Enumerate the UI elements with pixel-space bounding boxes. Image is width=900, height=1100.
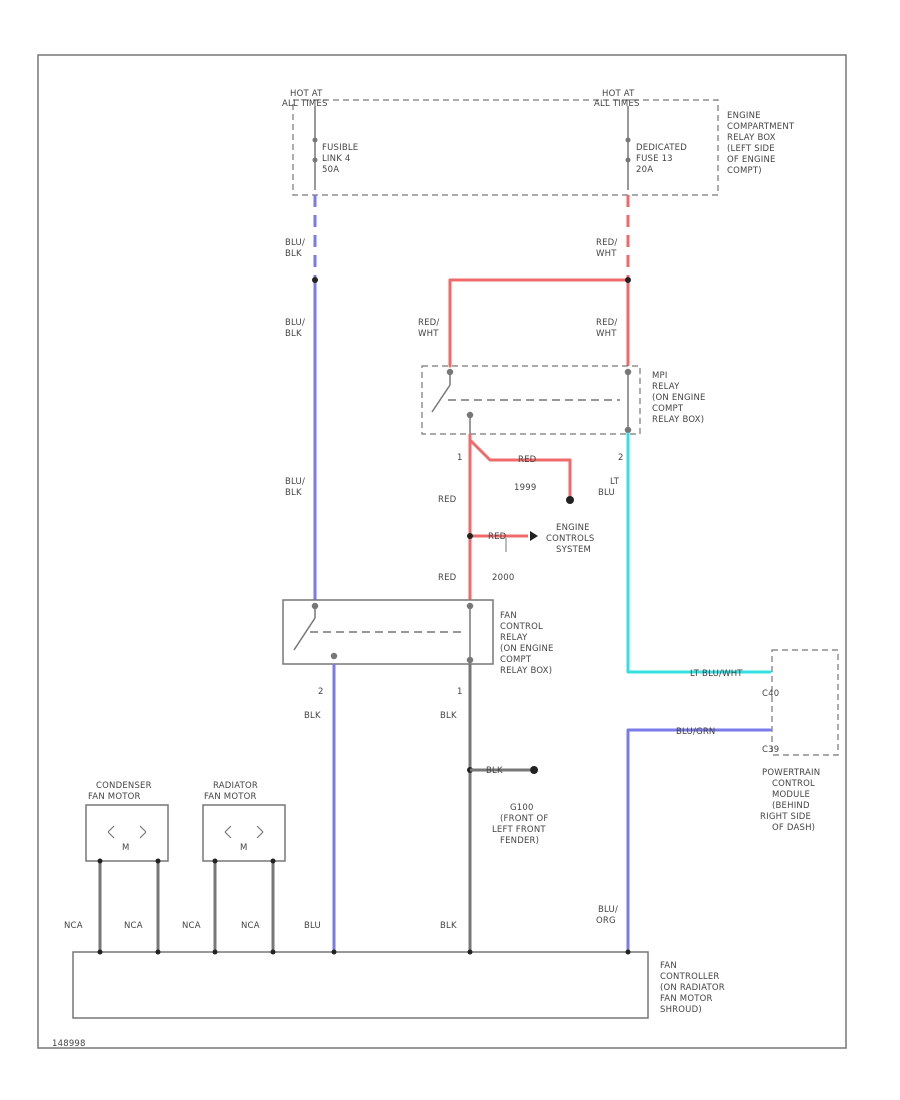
reference-code: 148998 <box>52 1039 86 1049</box>
pin-c40: C40 <box>762 689 779 699</box>
arrow-engine-controls <box>530 531 538 541</box>
label-blu-blk-3: BLU/ BLK <box>285 477 308 498</box>
radiator-fan-motor <box>202 804 286 862</box>
ground-g100 <box>530 766 538 774</box>
label-red-1999: RED <box>518 455 537 465</box>
fan-control-relay-switch <box>293 602 474 664</box>
node-2000 <box>467 533 473 539</box>
mpi-relay-box <box>421 365 641 435</box>
engine-compartment-relay-box <box>292 99 719 196</box>
label-blk-ground: BLK <box>486 766 503 776</box>
label-nca-1: NCA <box>64 921 83 931</box>
pin-c39: C39 <box>762 745 779 755</box>
fan-controller-box <box>72 951 649 1019</box>
hot-label-left: HOT AT ALL TIMES <box>282 89 328 109</box>
mpi-relay-switch <box>431 368 632 434</box>
fan-controller-label: FAN CONTROLLER (ON RADIATOR FAN MOTOR SH… <box>660 961 728 1015</box>
g100-label: G100 (FRONT OF LEFT FRONT FENDER) <box>492 803 551 846</box>
radiator-label: RADIATOR FAN MOTOR <box>204 781 261 802</box>
label-blk-1: BLK <box>304 711 321 721</box>
pin-2-mpi: 2 <box>618 453 624 463</box>
label-nca-2: NCA <box>124 921 143 931</box>
label-1999: 1999 <box>514 483 536 493</box>
engine-box-label: ENGINE COMPARTMENT RELAY BOX (LEFT SIDE … <box>727 111 797 176</box>
condenser-motor-icon <box>107 825 147 839</box>
condenser-fan-motor <box>85 804 169 862</box>
label-blu-grn: BLU/GRN <box>676 727 715 737</box>
wire-red-1999 <box>468 438 572 500</box>
radiator-motor-symbol: M <box>240 843 248 853</box>
pin-1-fan: 1 <box>457 687 463 697</box>
label-blu-1: BLU <box>304 921 321 931</box>
label-lt-blu: LT BLU <box>598 477 622 498</box>
wire-red-wht-branch <box>448 278 630 368</box>
node-1999-end <box>566 496 574 504</box>
condenser-label: CONDENSER FAN MOTOR <box>88 781 155 802</box>
dedicated-fuse-label: DEDICATED FUSE 13 20A <box>636 143 690 175</box>
label-red-2000: RED <box>488 532 507 542</box>
fusible-link-4 <box>312 106 318 190</box>
pin-1-mpi: 1 <box>457 453 463 463</box>
label-red-wht-1: RED/ WHT <box>596 238 620 259</box>
diagram-frame <box>37 54 847 1049</box>
node-red-wht <box>625 277 631 283</box>
pcm-box <box>771 649 839 756</box>
label-2000: 2000 <box>492 573 514 583</box>
label-blk-2: BLK <box>440 711 457 721</box>
label-red-wht-3: RED/ WHT <box>596 318 620 339</box>
fan-control-relay-box <box>282 599 494 665</box>
wire-blu-grn <box>626 728 772 952</box>
mpi-relay-label: MPI RELAY (ON ENGINE COMPT RELAY BOX) <box>652 371 709 425</box>
label-blk-3: BLK <box>440 921 457 931</box>
pcm-label: POWERTRAIN CONTROL MODULE (BEHIND RIGHT … <box>760 768 823 833</box>
node-blu-blk <box>312 277 318 283</box>
label-lt-blu-wht: LT BLU/WHT <box>690 669 743 679</box>
condenser-motor-symbol: M <box>122 843 130 853</box>
dedicated-fuse-13 <box>625 106 631 190</box>
radiator-motor-icon <box>224 825 264 839</box>
label-red-lower: RED <box>438 573 457 583</box>
label-nca-3: NCA <box>182 921 201 931</box>
label-blu-blk-1: BLU/ BLK <box>285 238 308 259</box>
engine-controls-label: ENGINE CONTROLS SYSTEM <box>546 523 597 555</box>
label-red-wht-2: RED/ WHT <box>418 318 442 339</box>
wire-lt-blu <box>626 432 772 674</box>
label-blu-blk-2: BLU/ BLK <box>285 318 308 339</box>
fusible-link-label: FUSIBLE LINK 4 50A <box>322 143 361 175</box>
motor-wires <box>98 861 275 950</box>
label-red-main: RED <box>438 495 457 505</box>
label-blu-org: BLU/ ORG <box>596 905 621 926</box>
pin-2-fan: 2 <box>318 687 324 697</box>
fan-relay-label: FAN CONTROL RELAY (ON ENGINE COMPT RELAY… <box>500 611 557 676</box>
label-nca-4: NCA <box>241 921 260 931</box>
hot-label-right: HOT AT ALL TIMES <box>594 89 640 109</box>
